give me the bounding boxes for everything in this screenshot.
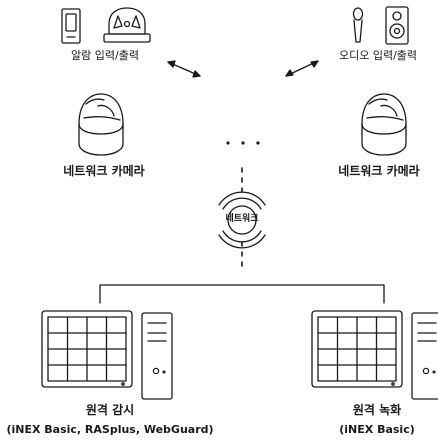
speaker-icon xyxy=(385,6,409,45)
network-camera-label: 네트워크 카메라 xyxy=(63,164,145,178)
microphone-icon xyxy=(352,7,364,43)
door-sensor-icon xyxy=(61,8,81,44)
remote-recording-software: (iNEX Basic) xyxy=(339,423,415,436)
dome-camera-icon xyxy=(361,93,407,156)
remote-monitoring-software: (iNEX Basic, RASplus, WebGuard) xyxy=(6,423,214,436)
remote-monitoring-title: 원격 감시 xyxy=(85,403,135,417)
client-bus-line xyxy=(99,284,385,304)
desktop-computer-icon xyxy=(41,310,173,400)
dome-camera-icon xyxy=(78,93,124,156)
network-label: 네트워크 xyxy=(225,214,259,224)
audio-connection-arrow xyxy=(285,60,319,77)
desktop-computer-icon xyxy=(311,310,438,400)
alarm-connection-arrow xyxy=(167,60,201,78)
network-hub-icon xyxy=(218,191,266,249)
remote-recording-title: 원격 녹화 xyxy=(352,403,402,417)
audio-io-label: 오디오 입력/출력 xyxy=(338,49,418,62)
more-cameras-dots xyxy=(226,141,260,145)
siren-icon xyxy=(103,7,151,43)
network-camera-label: 네트워크 카메라 xyxy=(338,164,420,178)
alarm-io-label: 알람 입력/출력 xyxy=(71,49,139,62)
